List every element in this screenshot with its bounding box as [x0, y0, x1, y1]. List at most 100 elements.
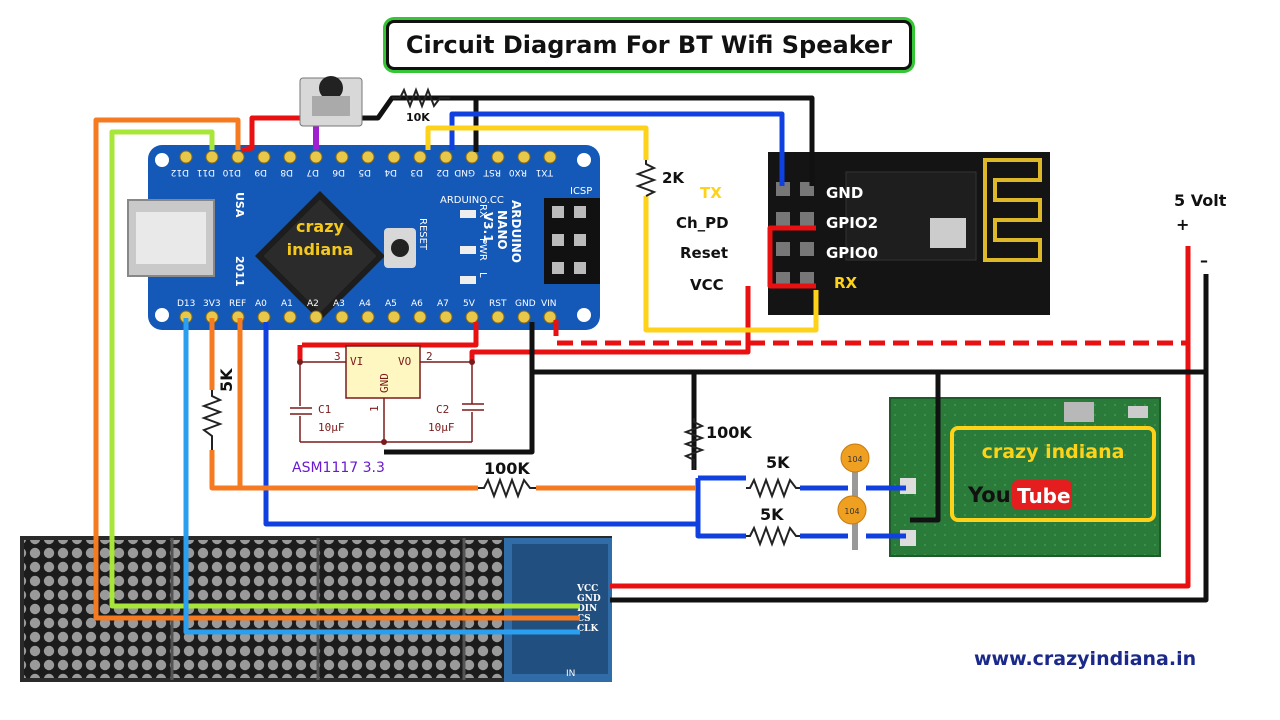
resistor-5k-left [201, 390, 223, 450]
arduino-logo-line1: crazy [296, 217, 344, 236]
r-tx-label: 2K [662, 169, 685, 187]
matrix-pin-labels: VCC GND DIN CS CLK [576, 584, 601, 634]
bottom-pad-a5 [387, 310, 401, 324]
top-pad-tx1 [543, 150, 557, 164]
bottom-pad-a1 [283, 310, 297, 324]
r-button-label: 10K [406, 111, 430, 124]
regulator-pin3: 3 [334, 350, 341, 363]
ceramic-capacitors: 104 104 [837, 443, 870, 550]
bottom-pad-a4 [361, 310, 375, 324]
regulator-vo: VO [398, 355, 411, 368]
resistor-100k-right [683, 418, 705, 470]
year-label: 2011 [233, 256, 246, 287]
bottom-pad-gnd [517, 310, 531, 324]
resistor-5k-bottom [746, 525, 800, 547]
bottom-pin-label-vin: VIN [541, 299, 557, 309]
arduino-nano-board: crazy indiana ARDUINO.CC ICSP USA 2011 R… [127, 145, 600, 330]
esp-gnd-label: GND [826, 184, 863, 202]
arduino-logo-line2: indiana [287, 240, 354, 259]
bottom-pin-label-a1: A1 [281, 299, 293, 309]
board-name-line1: ARDUINO [509, 200, 523, 263]
regulator-name: ASM1117 3.3 [292, 460, 385, 476]
bottom-pad-a7 [439, 310, 453, 324]
matrix-in-label: IN [566, 669, 575, 679]
resistor-5k-top [746, 477, 800, 499]
cap-c2-label: C2 [436, 403, 449, 416]
pwr-side-label: PWR [477, 238, 488, 261]
bottom-pin-label-a3: A3 [333, 299, 345, 309]
arduino-cc-label: ARDUINO.CC [440, 195, 504, 206]
esp-rx-label: RX [834, 274, 858, 292]
push-button[interactable] [299, 76, 363, 127]
regulator-gnd: GND [378, 373, 391, 393]
resistor-100k-bottom [478, 477, 536, 499]
top-pin-label-gnd: GND [454, 167, 475, 177]
top-pad-d2 [439, 150, 453, 164]
bottom-pin-label-a2: A2 [307, 299, 319, 309]
r-100k-bottom-label: 100K [484, 459, 530, 478]
rx-side-label: RX [477, 204, 488, 218]
esp-chpd-label: Ch_PD [676, 214, 729, 232]
bottom-pad-vin [543, 310, 557, 324]
bt-audio-module: crazy indiana You Tube [889, 397, 1161, 557]
bottom-pin-label-a7: A7 [437, 299, 449, 309]
bottom-pin-label-a5: A5 [385, 299, 397, 309]
bottom-pad-a6 [413, 310, 427, 324]
cap-c1-value: 10µF [318, 421, 345, 434]
top-pin-label-d11: D11 [197, 167, 215, 177]
usa-label: USA [233, 192, 246, 218]
bottom-pin-label-ref: REF [229, 299, 246, 309]
bottom-pin-label-a6: A6 [411, 299, 423, 309]
resistor-2k [635, 160, 657, 197]
bottom-pad-5v [465, 310, 479, 324]
bottom-pin-label-3v3: 3V3 [203, 299, 221, 309]
bt-logo-text: crazy indiana [982, 441, 1125, 463]
resistors [201, 87, 800, 547]
power-plus: + [1176, 215, 1189, 234]
bottom-pin-label-a0: A0 [255, 299, 267, 309]
top-pin-label-d8: D8 [280, 167, 293, 177]
top-pin-label-d10: D10 [222, 167, 241, 177]
youtube-you-text: You [967, 483, 1011, 507]
matrix-pin-clk: CLK [577, 624, 599, 634]
top-pin-label-d6: D6 [332, 167, 345, 177]
cap-c2-value: 10µF [428, 421, 455, 434]
top-pin-label-d7: D7 [306, 167, 319, 177]
top-pin-label-d12: D12 [171, 167, 189, 177]
matrix-pin-gnd: GND [577, 594, 601, 604]
r-5k-left-label: 5K [217, 368, 236, 392]
youtube-tube-text: Tube [1017, 484, 1071, 508]
led-matrix-module: VCC GND DIN CS CLK IN [20, 536, 612, 682]
wires [93, 95, 1209, 635]
top-pad-d11 [205, 150, 219, 164]
top-pad-d7 [309, 150, 323, 164]
top-pin-label-d2: D2 [436, 167, 449, 177]
ceramic-cap-bottom-label: 104 [844, 507, 859, 516]
esp-vcc-label: VCC [690, 276, 724, 294]
top-pad-d10 [231, 150, 245, 164]
power-minus: – [1200, 251, 1208, 270]
regulator-vi: VI [350, 355, 363, 368]
top-pin-label-d9: D9 [254, 167, 267, 177]
top-pad-d8 [283, 150, 297, 164]
top-pin-label-tx1: TX1 [536, 167, 554, 177]
l-side-label: L [477, 272, 488, 278]
resistor-10k [392, 87, 450, 109]
esp-tx-label: TX [700, 184, 722, 202]
top-pad-d12 [179, 150, 193, 164]
top-pin-label-d5: D5 [358, 167, 371, 177]
title-box: Circuit Diagram For BT Wifi Speaker [386, 20, 912, 70]
page-title: Circuit Diagram For BT Wifi Speaker [405, 31, 893, 59]
cap-c1-label: C1 [318, 403, 331, 416]
r-100k-right-label: 100K [706, 423, 752, 442]
board-name-line3: V3.1 [481, 212, 495, 243]
top-pin-label-rx0: RX0 [509, 167, 527, 177]
bottom-pin-label-d13: D13 [177, 299, 195, 309]
top-pad-rx0 [517, 150, 531, 164]
regulator-chip [345, 345, 421, 399]
r-5k-top-label: 5K [766, 453, 790, 472]
bottom-pin-label-rst: RST [489, 299, 507, 309]
